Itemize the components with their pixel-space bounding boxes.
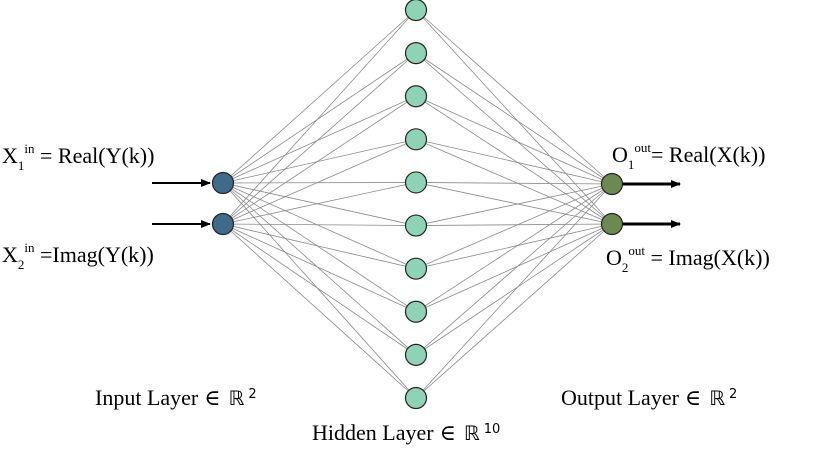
connection-input-1-hidden-5 (222, 182, 417, 184)
connection-input-1-hidden-2 (222, 52, 417, 184)
connection-hidden-8-output-1 (415, 183, 613, 313)
output-node-2 (600, 212, 624, 236)
connection-input-1-hidden-4 (222, 138, 417, 184)
connection-input-1-hidden-9 (222, 182, 417, 356)
connections (222, 9, 613, 399)
connection-input-1-hidden-1 (222, 9, 417, 184)
connection-hidden-4-output-1 (415, 138, 613, 185)
connection-input-2-hidden-5 (222, 182, 417, 225)
connection-hidden-2-output-1 (415, 52, 613, 185)
connection-input-2-hidden-7 (222, 223, 417, 270)
connection-hidden-1-output-2 (415, 9, 613, 225)
connection-input-1-hidden-7 (222, 182, 417, 270)
connection-hidden-5-output-2 (415, 182, 613, 225)
input-1-label: X1in = Real(Y(k)) (2, 141, 154, 173)
connection-hidden-2-output-2 (415, 52, 613, 225)
connection-input-2-hidden-1 (222, 9, 417, 225)
nodes (211, 0, 624, 410)
connection-hidden-6-output-1 (415, 183, 613, 226)
connection-input-1-hidden-6 (222, 182, 417, 226)
connection-input-2-hidden-9 (222, 223, 417, 356)
connection-hidden-9-output-2 (415, 223, 613, 356)
connection-hidden-3-output-1 (415, 95, 613, 185)
hidden-node-7 (404, 257, 428, 280)
input-node-2 (211, 212, 235, 236)
connection-input-2-hidden-4 (222, 138, 417, 225)
connection-hidden-8-output-2 (415, 223, 613, 313)
connection-hidden-3-output-2 (415, 95, 613, 225)
connection-hidden-7-output-1 (415, 183, 613, 270)
connection-hidden-7-output-2 (415, 223, 613, 270)
connection-input-2-hidden-10 (222, 223, 417, 399)
output-node-1 (600, 172, 624, 196)
hidden-node-3 (404, 85, 428, 108)
hidden-node-10 (404, 386, 428, 410)
hidden-node-8 (404, 300, 428, 323)
hidden-node-4 (404, 128, 428, 151)
connection-input-2-hidden-6 (222, 223, 417, 226)
connection-input-2-hidden-2 (222, 52, 417, 225)
connection-hidden-10-output-2 (415, 223, 613, 399)
hidden-node-6 (404, 214, 428, 237)
output-2-label: O2out = Imag(X(k)) (606, 243, 770, 275)
hidden-node-2 (404, 42, 428, 65)
hidden-node-5 (404, 171, 428, 194)
connection-input-1-hidden-10 (222, 182, 417, 399)
connection-input-1-hidden-8 (222, 182, 417, 313)
hidden-node-9 (404, 343, 428, 366)
output-1-label: O1out= Real(X(k)) (612, 140, 765, 172)
input-node-1 (211, 171, 235, 195)
connection-hidden-4-output-2 (415, 138, 613, 225)
connection-hidden-6-output-2 (415, 223, 613, 226)
connection-hidden-1-output-1 (415, 9, 613, 185)
connection-input-2-hidden-8 (222, 223, 417, 313)
connection-hidden-9-output-1 (415, 183, 613, 356)
hidden-node-1 (404, 0, 428, 22)
connection-input-2-hidden-3 (222, 95, 417, 225)
connection-hidden-10-output-1 (415, 183, 613, 399)
connection-hidden-5-output-1 (415, 182, 613, 185)
input-2-label: X2in =Imag(Y(k)) (2, 240, 154, 272)
connection-input-1-hidden-3 (222, 95, 417, 184)
